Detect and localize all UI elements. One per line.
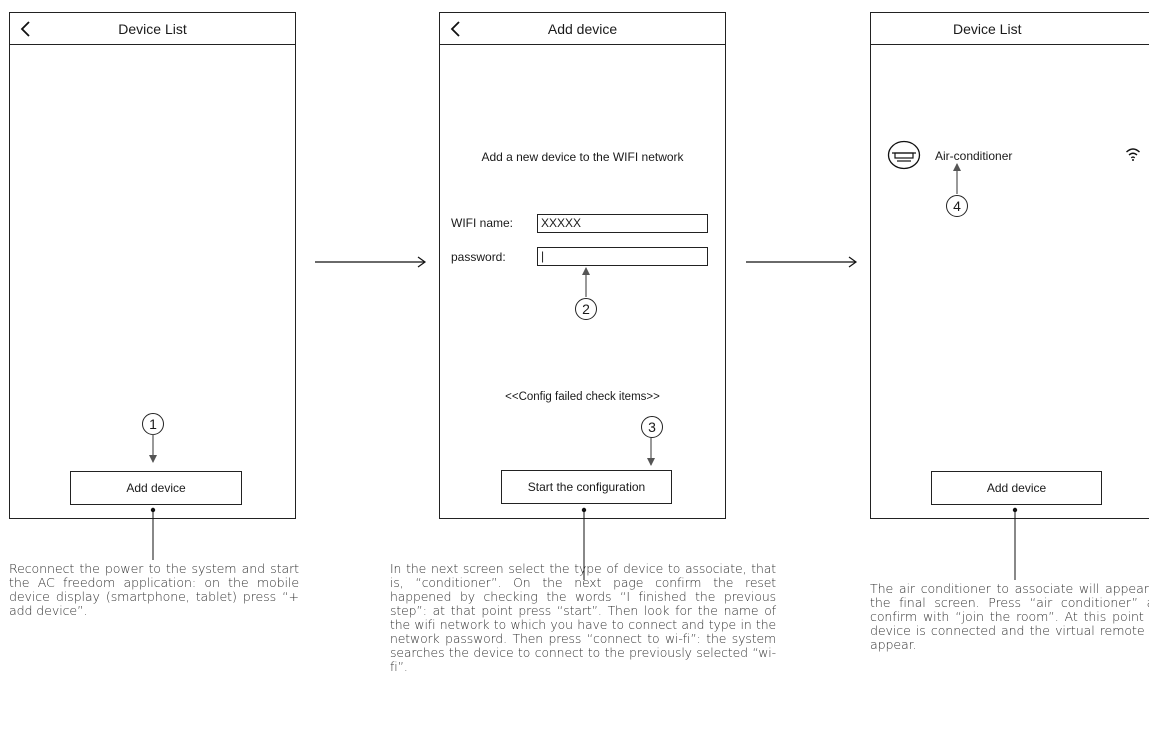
- back-arrow-icon[interactable]: [18, 20, 34, 38]
- password-input[interactable]: |: [537, 247, 708, 266]
- wifi-name-label: WIFI name:: [451, 216, 514, 230]
- password-label: password:: [451, 250, 506, 264]
- config-failed-link[interactable]: <<Config failed check items>>: [505, 391, 660, 403]
- page-title: Device List: [118, 20, 187, 37]
- screen-add-device: Add device Add a new device to the WIFI …: [439, 12, 726, 519]
- add-device-button[interactable]: Add device: [931, 471, 1102, 505]
- wifi-prompt: Add a new device to the WIFI network: [481, 150, 684, 164]
- callout-2: 2: [575, 298, 597, 320]
- callout-4: 4: [946, 195, 968, 217]
- wifi-signal-icon: [1126, 148, 1140, 161]
- leader-line: [581, 507, 587, 580]
- leader-line: [1012, 507, 1018, 580]
- air-conditioner-icon: [887, 140, 921, 170]
- start-configuration-button[interactable]: Start the configuration: [501, 470, 672, 504]
- screen-device-list-2: Device List Air-conditioner 4 Add device: [870, 12, 1149, 519]
- header: Device List: [871, 13, 1149, 45]
- callout-3: 3: [641, 416, 663, 438]
- device-list-item[interactable]: Air-conditioner: [887, 140, 1147, 172]
- caption-step-2: In the next screen select the type of de…: [390, 561, 776, 674]
- device-name: Air-conditioner: [935, 149, 1013, 163]
- add-device-button[interactable]: Add device: [70, 471, 242, 505]
- wifi-name-input[interactable]: XXXXX: [537, 214, 708, 233]
- caption-step-1: Reconnect the power to the system and st…: [9, 561, 299, 618]
- leader-line: [150, 507, 156, 560]
- header: Device List: [10, 13, 295, 45]
- page-title: Device List: [953, 20, 1022, 37]
- flow-arrow: [315, 256, 427, 268]
- caption-step-3: The air conditioner to associate will ap…: [870, 581, 1149, 652]
- flow-arrow: [746, 256, 858, 268]
- back-arrow-icon[interactable]: [448, 20, 464, 38]
- page-title: Add device: [547, 20, 618, 37]
- header: Add device: [440, 13, 725, 45]
